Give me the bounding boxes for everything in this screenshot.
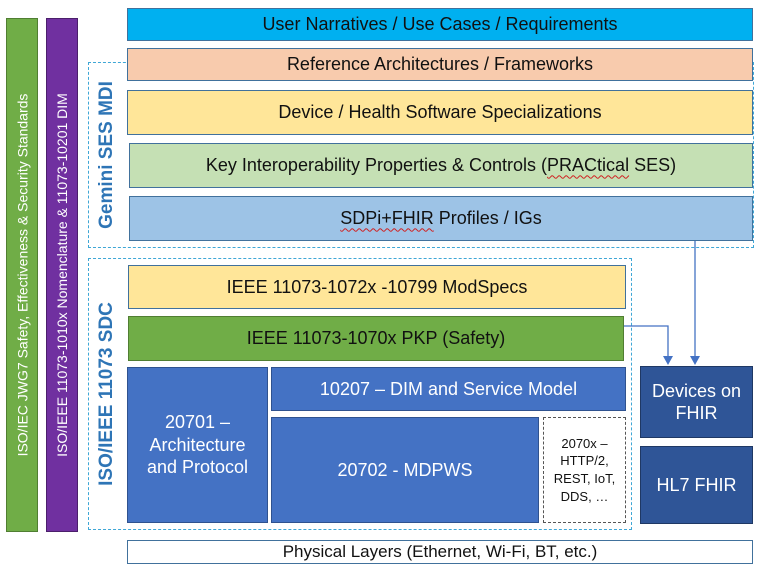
devices-on-fhir-box: Devices on FHIR (640, 366, 753, 438)
user-narratives-layer: User Narratives / Use Cases / Requiremen… (127, 8, 753, 41)
iso-ieee-sdc-group (88, 258, 632, 530)
hl7-fhir-box: HL7 FHIR (640, 446, 753, 524)
transports-box: 2070x – HTTP/2, REST, IoT, DDS, … (543, 417, 626, 523)
profiles-igs-layer: SDPi+FHIR Profiles / IGs (129, 196, 753, 241)
profiles-to-devices-arrowhead (690, 356, 700, 365)
dim-service-model-box: 10207 – DIM and Service Model (271, 367, 626, 411)
physical-layers-layer: Physical Layers (Ethernet, Wi-Fi, BT, et… (127, 540, 753, 564)
architecture-protocol-box: 20701 – Architecture and Protocol (127, 367, 268, 523)
iso-iec-jwg7-bar: ISO/IEC JWG7 Safety, Effectiveness & Sec… (6, 18, 38, 532)
key-interoperability-layer: Key Interoperability Properties & Contro… (129, 143, 753, 188)
pkp-safety-layer: IEEE 11073-1070x PKP (Safety) (128, 316, 624, 361)
mdpws-box: 20702 - MDPWS (271, 417, 539, 523)
device-specializations-layer: Device / Health Software Specializations (127, 90, 753, 135)
reference-architectures-layer: Reference Architectures / Frameworks (127, 48, 753, 81)
modspecs-layer: IEEE 11073-1072x -10799 ModSpecs (128, 265, 626, 309)
pkp-to-devices-arrowhead (663, 356, 673, 365)
pkp-to-devices-arrow (624, 325, 669, 356)
iso-ieee-nomenclature-bar: ISO/IEEE 11073-1010x Nomenclature & 1107… (46, 18, 78, 532)
